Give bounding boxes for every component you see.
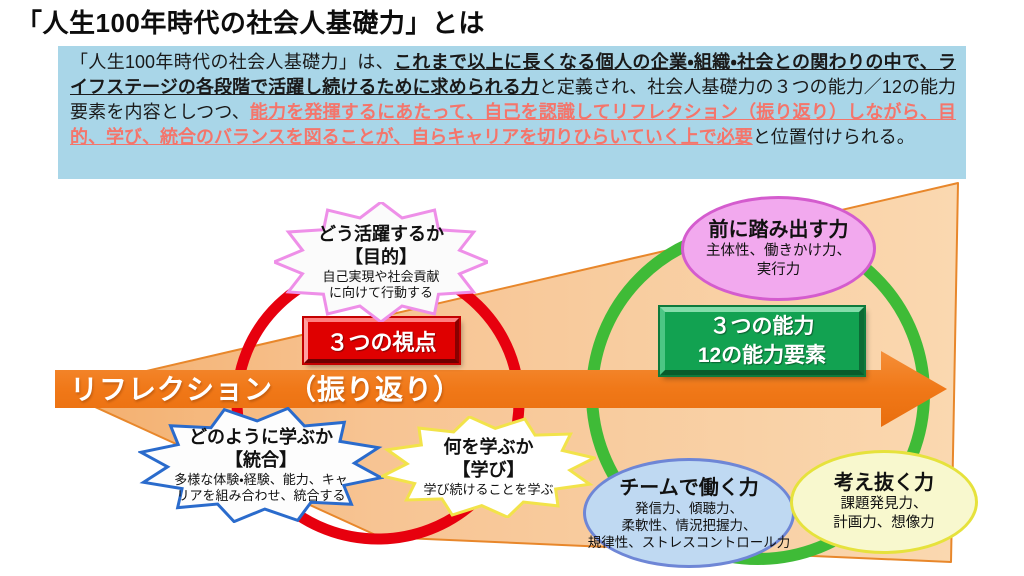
badge-three-abilities-line2: 12の能力要素 xyxy=(697,344,827,367)
bubble-think-through-body: 課題発見力、 計画力、想像力 xyxy=(833,496,935,531)
bubble-purpose: どう活躍するか 【目的】 自己実現や社会貢献 に向けて行動する xyxy=(274,202,488,322)
bubble-step-forward: 前に踏み出す力 主体性、働きかけ力、 実行力 xyxy=(681,196,876,301)
bubble-think-through: 考え抜く力 課題発見力、 計画力、想像力 xyxy=(790,450,978,554)
bubble-purpose-title: どう活躍するか xyxy=(318,224,444,244)
starburst-shape xyxy=(274,202,488,322)
badge-three-abilities-line1: ３つの能力 xyxy=(709,315,815,338)
starburst-shape xyxy=(138,407,384,523)
bubble-integration-body: 多様な体験・経験、能力、キャ リアを組み合わせ、統合する xyxy=(174,472,348,503)
bubble-teamwork-title: チームで働く力 xyxy=(619,476,759,499)
bubble-learning-title: 何を学ぶか xyxy=(443,437,534,457)
definition-part5: と位置付けられる。 xyxy=(752,127,915,147)
bubble-integration: どのように学ぶか 【統合】 多様な体験・経験、能力、キャ リアを組み合わせ、統合… xyxy=(138,407,384,523)
bubble-learning-body: 学び続けることを学ぶ xyxy=(423,482,554,497)
bubble-step-forward-body: 主体性、働きかけ力、 実行力 xyxy=(706,242,851,278)
starburst-shape xyxy=(381,416,596,518)
definition-part3: と定義され、社会人基礎力の３つの能力／12の能力要素を内容としつつ、 xyxy=(70,77,956,122)
bubble-learning: 何を学ぶか 【学び】 学び続けることを学ぶ xyxy=(381,416,596,518)
reflection-arrow-label: リフレクション （振り返り） xyxy=(70,374,463,405)
bubble-purpose-body: 自己実現や社会貢献 に向けて行動する xyxy=(322,269,440,300)
bubble-purpose-subtitle: 【目的】 xyxy=(345,247,417,267)
definition-box: 「人生100年時代の社会人基礎力」は、これまで以上に長くなる個人の企業・組織・社… xyxy=(58,46,966,179)
badge-three-perspectives: ３つの視点 xyxy=(304,318,459,363)
definition-emphasis-red: 能力を発揮するにあたって、自己を認識してリフレクション（振り返り）しながら、目的… xyxy=(70,102,957,147)
bubble-teamwork: チームで働く力 発信力、傾聴力、 柔軟性、情況把握力、 規律性、ストレスコントロ… xyxy=(583,458,795,568)
bubble-teamwork-body: 発信力、傾聴力、 柔軟性、情況把握力、 規律性、ストレスコントロール力 xyxy=(587,500,791,550)
badge-three-abilities: ３つの能力 12の能力要素 xyxy=(660,307,864,375)
bubble-integration-title: どのように学ぶか xyxy=(189,427,333,447)
bubble-think-through-title: 考え抜く力 xyxy=(834,472,934,494)
bubble-learning-subtitle: 【学び】 xyxy=(452,460,525,480)
bubble-integration-subtitle: 【統合】 xyxy=(225,450,297,470)
badge-three-perspectives-label: ３つの視点 xyxy=(326,329,437,355)
definition-part1: 「人生100年時代の社会人基礎力」は、 xyxy=(70,52,394,72)
definition-emphasis-black: これまで以上に長くなる個人の企業・組織・社会との関わりの中で、ライフステージの各… xyxy=(70,52,956,97)
page-title: 「人生100年時代の社会人基礎力」とは xyxy=(16,8,485,38)
bubble-step-forward-title: 前に踏み出す力 xyxy=(708,218,849,241)
